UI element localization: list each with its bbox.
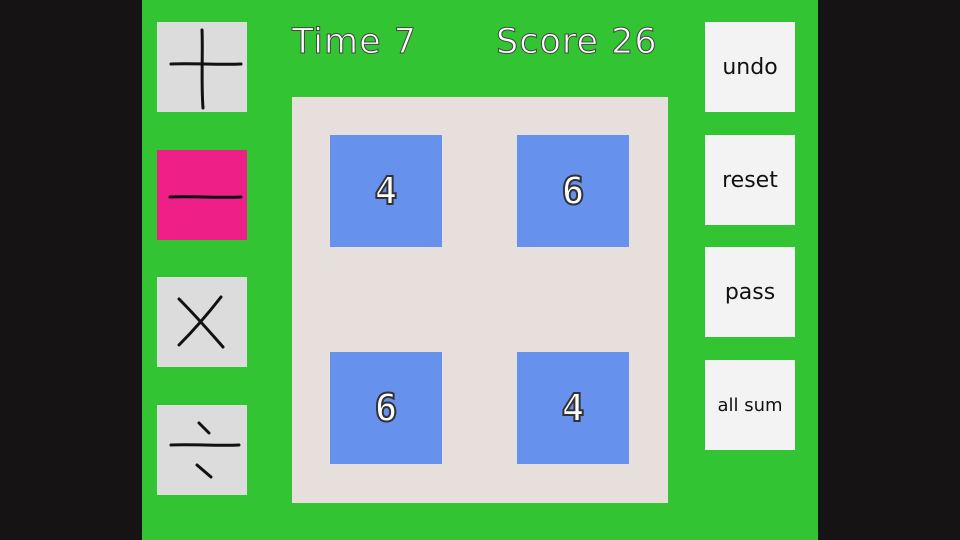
minus-button[interactable] <box>157 150 247 240</box>
pass-button[interactable]: pass <box>705 247 795 337</box>
plus-icon <box>169 28 243 110</box>
minus-icon <box>168 195 243 199</box>
number-tile[interactable]: 4 <box>330 135 442 247</box>
all-sum-button[interactable]: all sum <box>705 360 795 450</box>
multiply-button[interactable] <box>157 277 247 367</box>
divide-icon <box>169 421 241 479</box>
time-display: Time 7 <box>291 22 418 63</box>
score-display: Score 26 <box>496 22 658 63</box>
number-tile[interactable]: 4 <box>517 352 629 464</box>
reset-button[interactable]: reset <box>705 135 795 225</box>
game-area: Time 7 Score 26 4 6 6 4 undo reset pass … <box>142 0 818 540</box>
divide-button[interactable] <box>157 405 247 495</box>
number-tile[interactable]: 6 <box>517 135 629 247</box>
number-board: 4 6 6 4 <box>292 97 668 503</box>
multiply-icon <box>177 295 225 349</box>
number-tile[interactable]: 6 <box>330 352 442 464</box>
undo-button[interactable]: undo <box>705 22 795 112</box>
plus-button[interactable] <box>157 22 247 112</box>
